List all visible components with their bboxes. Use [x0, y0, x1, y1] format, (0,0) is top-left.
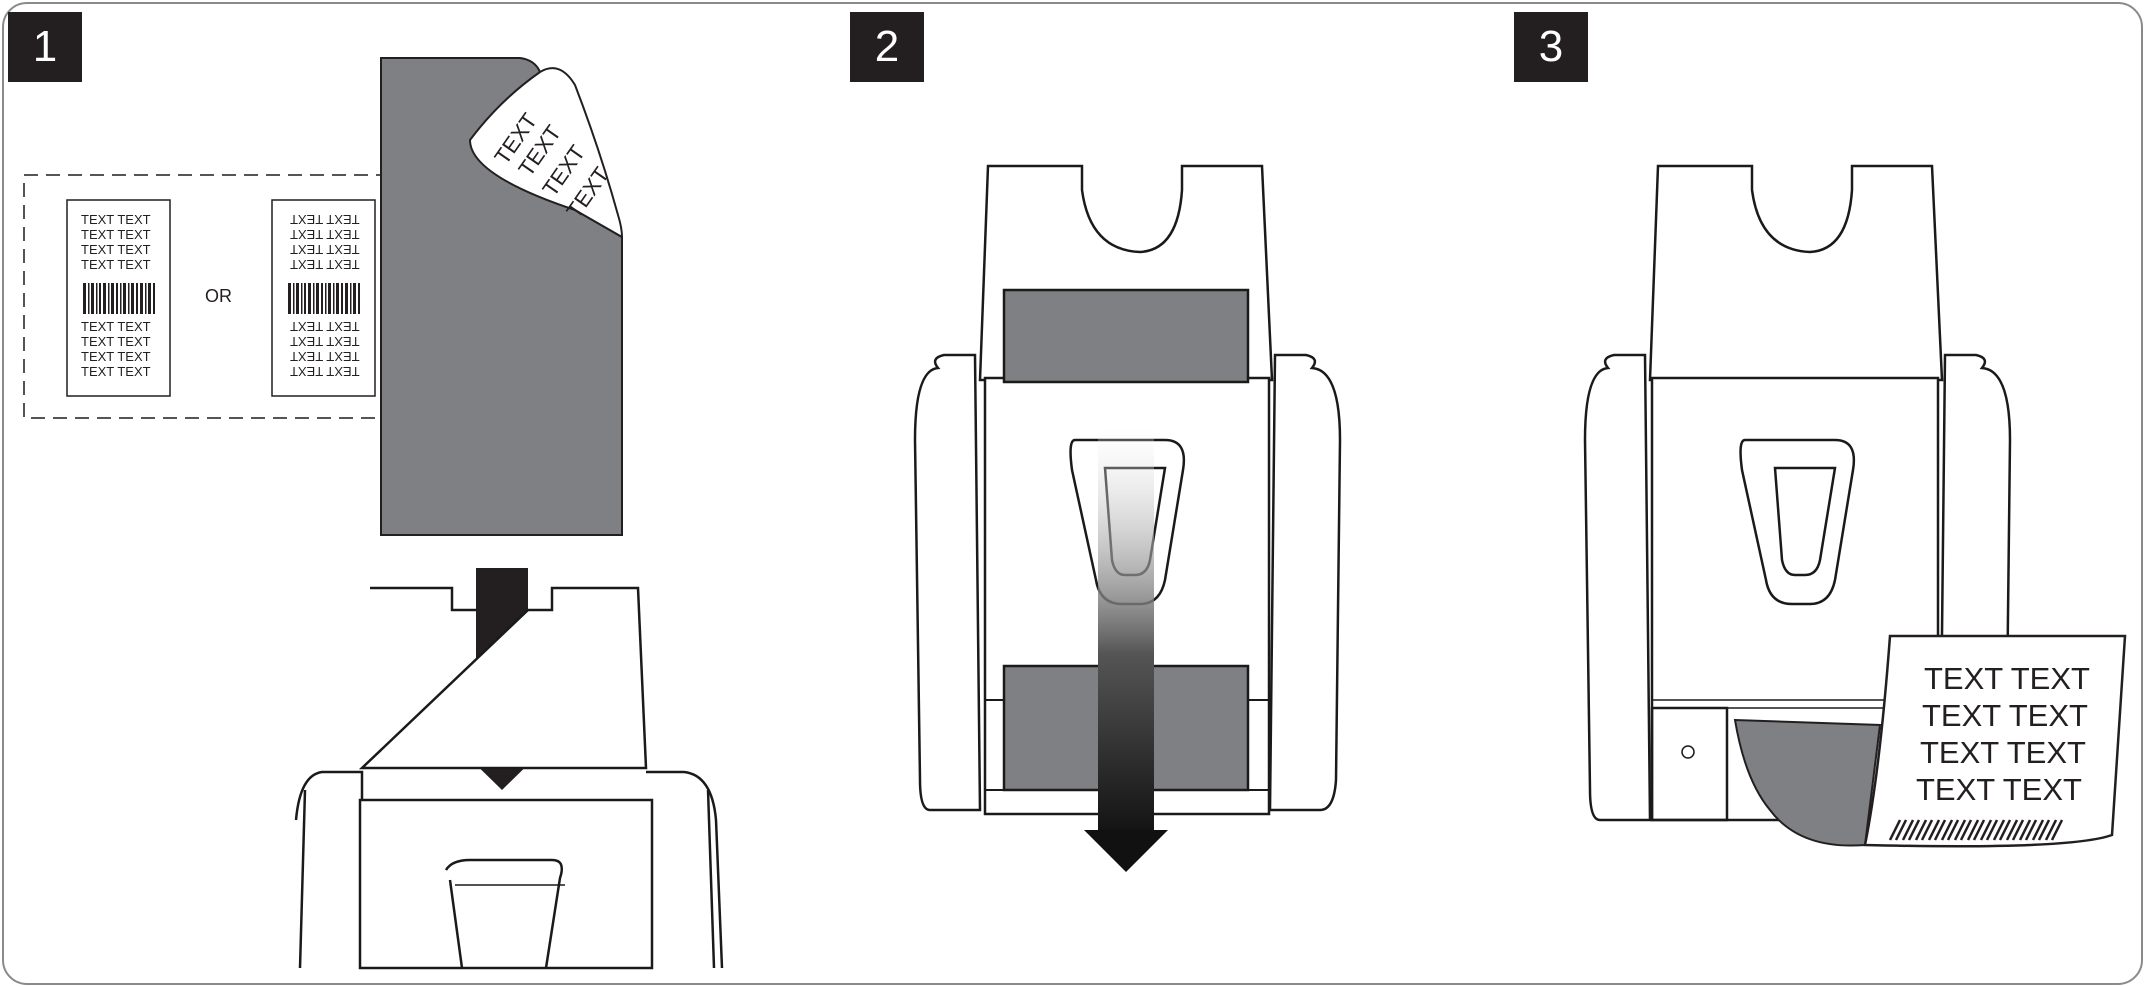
label-mirrored-line-6: TEXT TEXT: [290, 334, 360, 349]
label-normal-line-6: TEXT TEXT: [81, 334, 151, 349]
label-mirrored-line-7: TEXT TEXT: [290, 349, 360, 364]
label-normal-line-7: TEXT TEXT: [81, 349, 151, 364]
liner-curl: [1733, 718, 1882, 847]
label-normal-line-5: TEXT TEXT: [81, 319, 151, 334]
label-mirrored-line-8: TEXT TEXT: [290, 364, 360, 379]
printed-barcode: [1888, 819, 2064, 841]
barcode-mirrored: [288, 283, 360, 314]
label-normal-line-3: TEXT TEXT: [81, 242, 151, 257]
label-mirrored-line-4: TEXT TEXT: [290, 257, 360, 272]
step2-panel: [913, 164, 1342, 872]
label-mirrored-line-1: TEXT TEXT: [290, 212, 360, 227]
step1-panel: [23, 57, 724, 970]
printed-line-4: TEXT TEXT: [1916, 772, 2082, 807]
label-mirrored-line-3: TEXT TEXT: [290, 242, 360, 257]
label-normal-line-1: TEXT TEXT: [81, 212, 151, 227]
step-number-2: 2: [850, 12, 924, 82]
separator-or: OR: [205, 286, 232, 306]
label-normal-line-2: TEXT TEXT: [81, 227, 151, 242]
printed-line-1: TEXT TEXT: [1924, 661, 2090, 696]
barcode-normal: [83, 283, 155, 314]
printer-step1: [294, 586, 724, 970]
step-number-3: 3: [1514, 12, 1588, 82]
label-mirrored-line-5: TEXT TEXT: [290, 319, 360, 334]
label-normal-line-8: TEXT TEXT: [81, 364, 151, 379]
printed-label: [1863, 634, 2127, 848]
step-number-1: 1: [8, 12, 82, 82]
feed-arrow-shaft: [1098, 428, 1154, 838]
printed-line-3: TEXT TEXT: [1920, 735, 2086, 770]
feed-arrow-head: [1084, 830, 1168, 872]
label-normal-line-4: TEXT TEXT: [81, 257, 151, 272]
label-mirrored-line-2: TEXT TEXT: [290, 227, 360, 242]
printed-line-2: TEXT TEXT: [1922, 698, 2088, 733]
step3-panel: [1583, 164, 2127, 848]
peeled-corner: [468, 67, 624, 239]
